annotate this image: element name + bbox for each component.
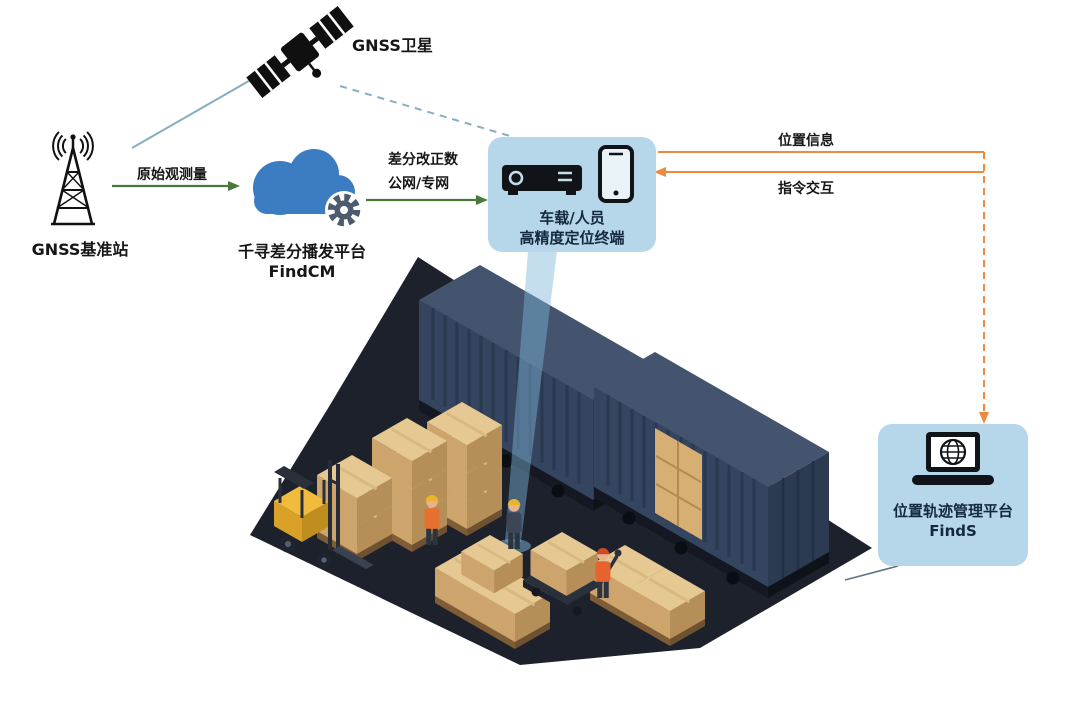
pallet-center bbox=[433, 533, 552, 649]
helmet-icon bbox=[425, 494, 439, 502]
warehouse-scene bbox=[250, 251, 899, 665]
arrow-correction bbox=[366, 195, 488, 205]
position-info-label: 位置信息 bbox=[778, 133, 834, 149]
arrowhead-left-icon bbox=[654, 167, 666, 177]
cloud-platform-node bbox=[230, 134, 372, 238]
correction-label: 差分改正数 公网/专网 bbox=[388, 148, 458, 196]
satellite-label: GNSS卫星 bbox=[352, 36, 433, 55]
forklift bbox=[274, 460, 374, 569]
cloud-platform-title: 千寻差分播发平台 bbox=[237, 242, 366, 261]
worker-1 bbox=[424, 494, 440, 545]
worker-2 bbox=[506, 498, 522, 549]
receiver-icon bbox=[502, 165, 582, 195]
link-satellite-to-terminal bbox=[339, 85, 511, 137]
correction-label-line2: 公网/专网 bbox=[388, 176, 450, 192]
laptop-globe-icon bbox=[912, 432, 994, 485]
gear-icon bbox=[327, 193, 361, 227]
smartphone-icon bbox=[598, 145, 634, 203]
satellite-icon bbox=[246, 6, 354, 98]
terminal-bubble: 车载/人员 高精度定位终端 bbox=[488, 137, 656, 252]
platform-callout-tail bbox=[844, 565, 899, 581]
management-platform-bubble: 位置轨迹管理平台 FindS bbox=[878, 424, 1028, 566]
management-platform-title: 位置轨迹管理平台 bbox=[892, 502, 1013, 520]
arrow-command bbox=[654, 167, 984, 177]
container-2 bbox=[592, 350, 831, 600]
globe-icon bbox=[939, 438, 967, 466]
arrow-platform-link bbox=[979, 152, 989, 424]
helmet-icon bbox=[507, 498, 521, 506]
correction-label-line1: 差分改正数 bbox=[388, 152, 458, 168]
link-satellite-to-base bbox=[131, 69, 269, 149]
worker-3 bbox=[595, 547, 611, 598]
cloud-platform-subtitle: FindCM bbox=[268, 262, 336, 281]
cloud-platform-label: 千寻差分播发平台 FindCM bbox=[218, 238, 386, 281]
terminal-label-line1: 车载/人员 bbox=[539, 209, 605, 227]
arrowhead-right-icon bbox=[228, 181, 240, 191]
terminal-label: 车载/人员 高精度定位终端 bbox=[519, 209, 624, 249]
arrow-raw-observation bbox=[112, 181, 240, 191]
arrowhead-down-icon bbox=[979, 412, 989, 424]
management-platform-label: 位置轨迹管理平台 FindS bbox=[893, 502, 1013, 542]
command-label: 指令交互 bbox=[778, 181, 834, 197]
arrowhead-right-icon bbox=[476, 195, 488, 205]
terminal-devices-icon bbox=[502, 145, 634, 203]
raw-observation-label: 原始观测量 bbox=[137, 167, 207, 183]
gnss-satellite-node bbox=[240, 2, 360, 100]
management-platform-subtitle: FindS bbox=[929, 521, 977, 540]
antenna-tower-icon bbox=[51, 131, 95, 226]
helmet-icon bbox=[596, 547, 610, 555]
gnss-base-station-node bbox=[26, 130, 122, 234]
pallet-right bbox=[588, 543, 707, 646]
terminal-label-line2: 高精度定位终端 bbox=[519, 228, 625, 247]
base-station-label: GNSS基准站 bbox=[31, 240, 129, 259]
cloud-gear-icon bbox=[253, 149, 363, 229]
